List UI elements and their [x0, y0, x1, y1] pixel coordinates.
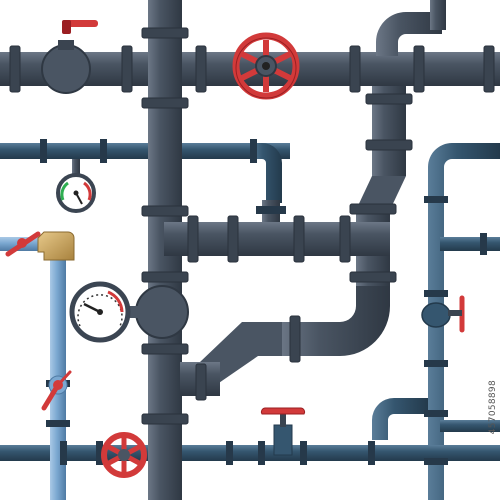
flange-icon	[349, 203, 397, 215]
stock-id-watermark: 457058898	[488, 380, 498, 435]
flange-icon	[483, 45, 495, 93]
flange-icon	[293, 215, 305, 263]
flange-icon	[141, 205, 189, 217]
flange-icon	[9, 45, 21, 93]
flange-icon	[141, 271, 189, 283]
lever-valve-icon	[5, 231, 41, 257]
flange-icon	[195, 363, 207, 401]
valve-handwheel-icon	[232, 32, 300, 100]
flange-icon	[121, 45, 133, 93]
flange-icon	[187, 215, 199, 263]
flange-icon	[365, 93, 413, 105]
flange-icon	[195, 45, 207, 93]
flange-icon	[141, 343, 189, 355]
brass-elbow-joint	[37, 231, 75, 261]
flange-icon	[141, 413, 189, 425]
flange-icon	[349, 45, 361, 93]
lever-valve-icon	[62, 20, 98, 34]
flange-icon	[413, 45, 425, 93]
valve-bodies	[41, 40, 451, 456]
flange-icon	[365, 139, 413, 151]
lever-valve-icon	[448, 295, 465, 333]
flange-icon	[141, 27, 189, 39]
flange-icon	[141, 97, 189, 109]
thin-pipe-collars	[40, 139, 487, 465]
lever-valve-icon	[41, 370, 72, 411]
flange-icon	[289, 315, 301, 363]
flange-icon	[227, 215, 239, 263]
flange-joints	[9, 27, 495, 425]
flange-icon	[339, 215, 351, 263]
pressure-gauge-icon	[56, 173, 96, 213]
pressure-gauge-icon	[69, 281, 148, 343]
valve-handwheel-icon	[260, 407, 306, 427]
flange-icon	[349, 271, 397, 283]
valve-handwheel-icon	[101, 432, 147, 478]
